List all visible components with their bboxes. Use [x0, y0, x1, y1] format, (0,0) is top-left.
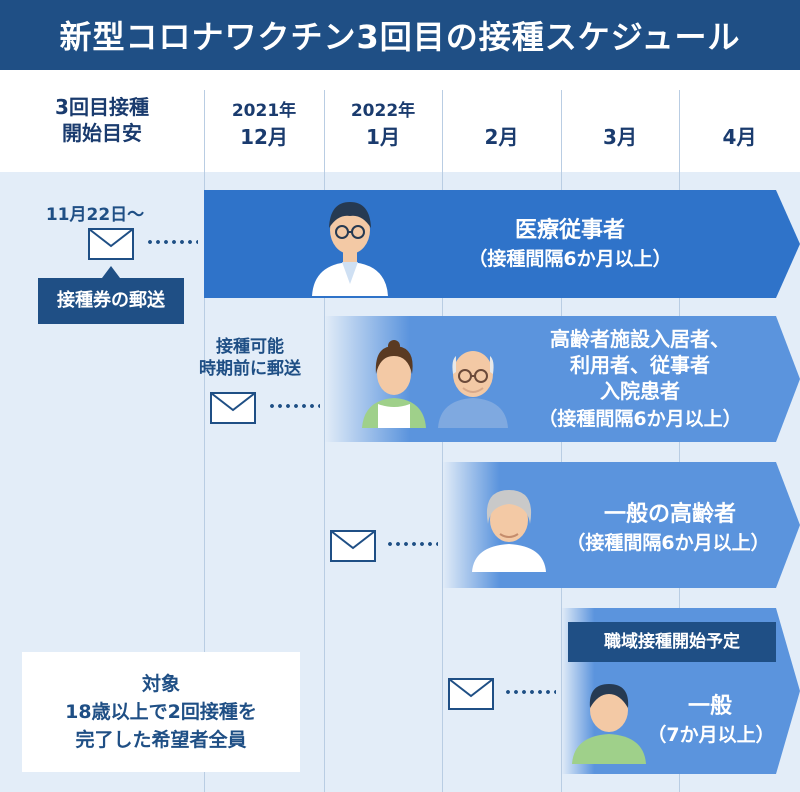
month-header-feb: 2月	[442, 124, 561, 150]
bar3-subtitle: （接種間隔6か月以上）	[566, 532, 770, 554]
bar1-subtitle: （接種間隔6か月以上）	[468, 248, 672, 270]
target-heading: 対象	[141, 673, 180, 695]
person-icon	[572, 684, 646, 764]
bar2-line2: 利用者、従事者	[570, 353, 710, 377]
bar3-title: 一般の高齢者	[603, 502, 736, 527]
month-label: 3月	[603, 125, 637, 149]
month-header-jan: 2022年 1月	[324, 98, 442, 150]
month-label: 2月	[484, 125, 519, 149]
doctor-icon	[312, 202, 388, 296]
month-header-apr: 4月	[679, 124, 800, 150]
dotted-connector	[146, 240, 198, 244]
gridline	[204, 90, 205, 792]
envelope-icon	[88, 228, 134, 260]
envelope-icon	[210, 392, 256, 424]
page-title: 新型コロナワクチン3回目の接種スケジュール	[0, 0, 800, 70]
envelope-icon	[330, 530, 376, 562]
second-mail-line1: 接種可能	[216, 337, 284, 357]
year-label: 2021年	[231, 101, 297, 121]
first-mail-date: 11月22日〜	[45, 205, 145, 225]
voucher-mailing-tag: 接種券の郵送	[38, 278, 184, 324]
timeline-header	[0, 70, 800, 172]
caregiver-icon	[362, 340, 426, 428]
dotted-connector	[386, 542, 438, 546]
month-header-mar: 3月	[561, 124, 679, 150]
bar4-title: 一般	[687, 694, 732, 719]
month-label: 4月	[722, 125, 757, 149]
dotted-connector	[268, 404, 320, 408]
target-line3: 完了した希望者全員	[75, 729, 247, 751]
dotted-connector	[504, 690, 556, 694]
target-line2: 18歳以上で2回接種を	[65, 701, 257, 723]
target-box: 対象 18歳以上で2回接種を 完了した希望者全員	[22, 652, 300, 772]
bar-facility-residents	[324, 316, 800, 442]
bar4-subtitle: （7か月以上）	[647, 724, 775, 746]
workplace-vaccination-tag: 職域接種開始予定	[568, 622, 776, 662]
bar1-title: 医療従事者	[514, 218, 625, 243]
bar2-line4: （接種間隔6か月以上）	[538, 408, 742, 430]
month-label: 1月	[366, 125, 400, 149]
envelope-icon	[448, 678, 494, 710]
month-header-dec: 2021年 12月	[204, 98, 324, 150]
start-label-line2: 開始目安	[62, 121, 142, 145]
callout-arrow	[102, 266, 120, 278]
start-label-line1: 3回目接種	[55, 95, 149, 119]
start-label: 3回目接種 開始目安	[0, 94, 204, 146]
elderly-woman-icon	[472, 490, 546, 572]
elderly-man-icon	[438, 351, 508, 428]
bar2-line3: 入院患者	[600, 379, 680, 403]
year-label: 2022年	[350, 101, 416, 121]
bar2-line1: 高齢者施設入居者、	[550, 327, 730, 351]
month-label: 12月	[240, 125, 288, 149]
second-mail-line2: 時期前に郵送	[199, 359, 301, 379]
